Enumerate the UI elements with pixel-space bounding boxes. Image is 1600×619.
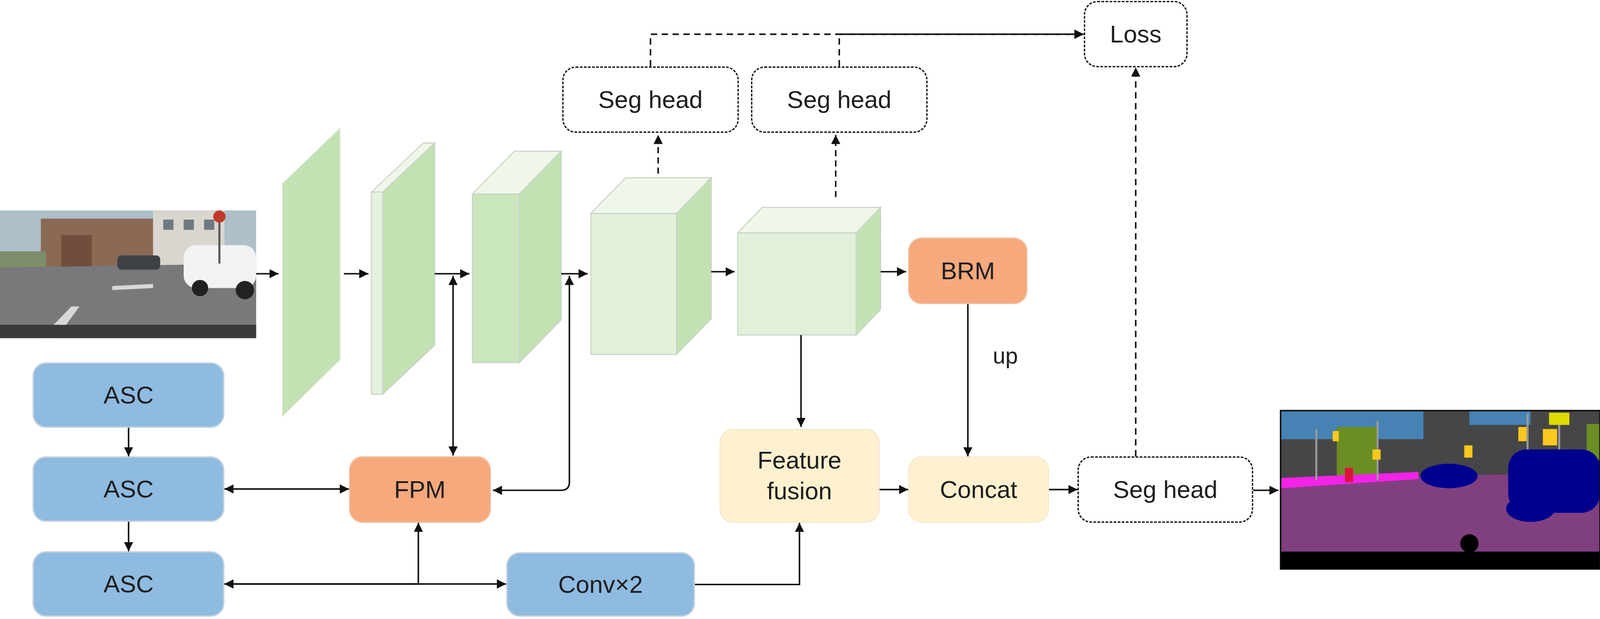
node-text: Concat — [939, 474, 1017, 505]
flow-arrow — [1253, 489, 1279, 491]
photo-window — [163, 219, 174, 230]
seg-light — [1332, 430, 1339, 442]
photo-window — [204, 219, 215, 230]
photo-sky — [0, 210, 257, 339]
flow-arrow — [256, 272, 279, 275]
node-text: Seg head — [598, 84, 703, 116]
flow-arrow — [711, 270, 735, 273]
seg-head-box: Seg head — [1077, 456, 1254, 523]
seg-light — [1518, 426, 1527, 442]
photo-pole — [218, 220, 221, 264]
seg-ego — [1280, 551, 1600, 569]
connector — [650, 34, 1084, 67]
photo-wheel — [235, 280, 255, 300]
seg-car — [1420, 463, 1478, 488]
feature-side — [676, 177, 712, 355]
brm-box: BRM — [908, 237, 1028, 304]
feature-front — [472, 194, 520, 363]
node-text: ASC — [103, 568, 154, 600]
node-text: ASC — [103, 473, 154, 505]
aux-arrow — [657, 134, 659, 174]
node-text: Feature fusion — [726, 444, 873, 506]
feature-side — [382, 143, 435, 395]
connector — [1049, 488, 1078, 490]
edge-label: up — [993, 342, 1019, 369]
fpm-box: FPM — [349, 456, 491, 523]
seg-vegetation — [1336, 426, 1378, 476]
node-text: Seg head — [787, 84, 892, 116]
fusion-box: Feature fusion — [719, 428, 880, 523]
feature-front — [371, 191, 383, 395]
photo-window — [183, 219, 195, 230]
feature-front — [590, 213, 677, 355]
feature-side — [519, 151, 562, 363]
concat-box: Concat — [908, 456, 1050, 523]
flow-arrow — [343, 272, 369, 275]
photo-trees — [0, 251, 47, 270]
photo-car — [117, 255, 161, 270]
flow-arrow — [434, 272, 470, 275]
flow-arrow — [800, 335, 802, 427]
seg-sky — [1469, 410, 1531, 425]
seg-pole — [1315, 429, 1318, 481]
seg-sign — [1548, 412, 1570, 425]
fpm-wire — [492, 275, 570, 490]
connector — [695, 522, 800, 585]
photo-lane-mark — [112, 283, 154, 290]
asc-box: ASC — [32, 550, 225, 617]
node-text: Seg head — [1113, 474, 1218, 505]
seg-light — [1372, 449, 1381, 460]
feature-front — [737, 232, 857, 335]
flow-arrow — [880, 270, 906, 273]
seg-frame — [1280, 410, 1600, 569]
feature-side — [856, 207, 881, 336]
photo-wheel — [191, 279, 209, 296]
feature-slab — [282, 128, 341, 416]
connector — [839, 34, 1084, 67]
node-text: BRM — [940, 255, 995, 287]
conv-box: Conv×2 — [506, 551, 696, 616]
connector — [224, 522, 419, 584]
aux-arrow — [834, 134, 837, 197]
feature-map — [371, 143, 435, 395]
seg-head-box: Seg head — [751, 66, 928, 133]
seg-light — [1464, 445, 1473, 458]
seg-person — [1344, 467, 1353, 482]
flow-arrow — [561, 272, 588, 275]
connector — [879, 488, 909, 490]
connector — [127, 427, 130, 457]
feature-map — [472, 151, 562, 363]
fpm-wire — [452, 275, 454, 456]
seg-head-box: Seg head — [562, 66, 739, 133]
connector — [127, 521, 130, 552]
feature-map — [282, 128, 341, 416]
input-photo — [0, 210, 257, 339]
connector — [224, 583, 507, 585]
loss-box: Loss — [1083, 0, 1188, 68]
connector — [224, 488, 350, 490]
asc-box: ASC — [32, 362, 225, 428]
node-text: FPM — [394, 474, 446, 505]
seg-light — [1542, 429, 1558, 446]
asc-box: ASC — [32, 456, 225, 522]
node-text: ASC — [103, 379, 154, 411]
node-text: Loss — [1110, 18, 1162, 50]
photo-building — [61, 234, 93, 270]
connector — [1134, 67, 1137, 457]
feature-map — [737, 207, 881, 336]
output-segmentation — [1280, 410, 1600, 569]
feature-map — [590, 177, 712, 355]
seg-building — [1280, 410, 1600, 569]
photo-hood — [0, 324, 257, 338]
photo-sign — [213, 210, 226, 223]
connector — [966, 303, 969, 457]
seg-car — [1506, 494, 1555, 522]
node-text: Conv×2 — [558, 569, 644, 600]
seg-ego — [1460, 533, 1479, 553]
